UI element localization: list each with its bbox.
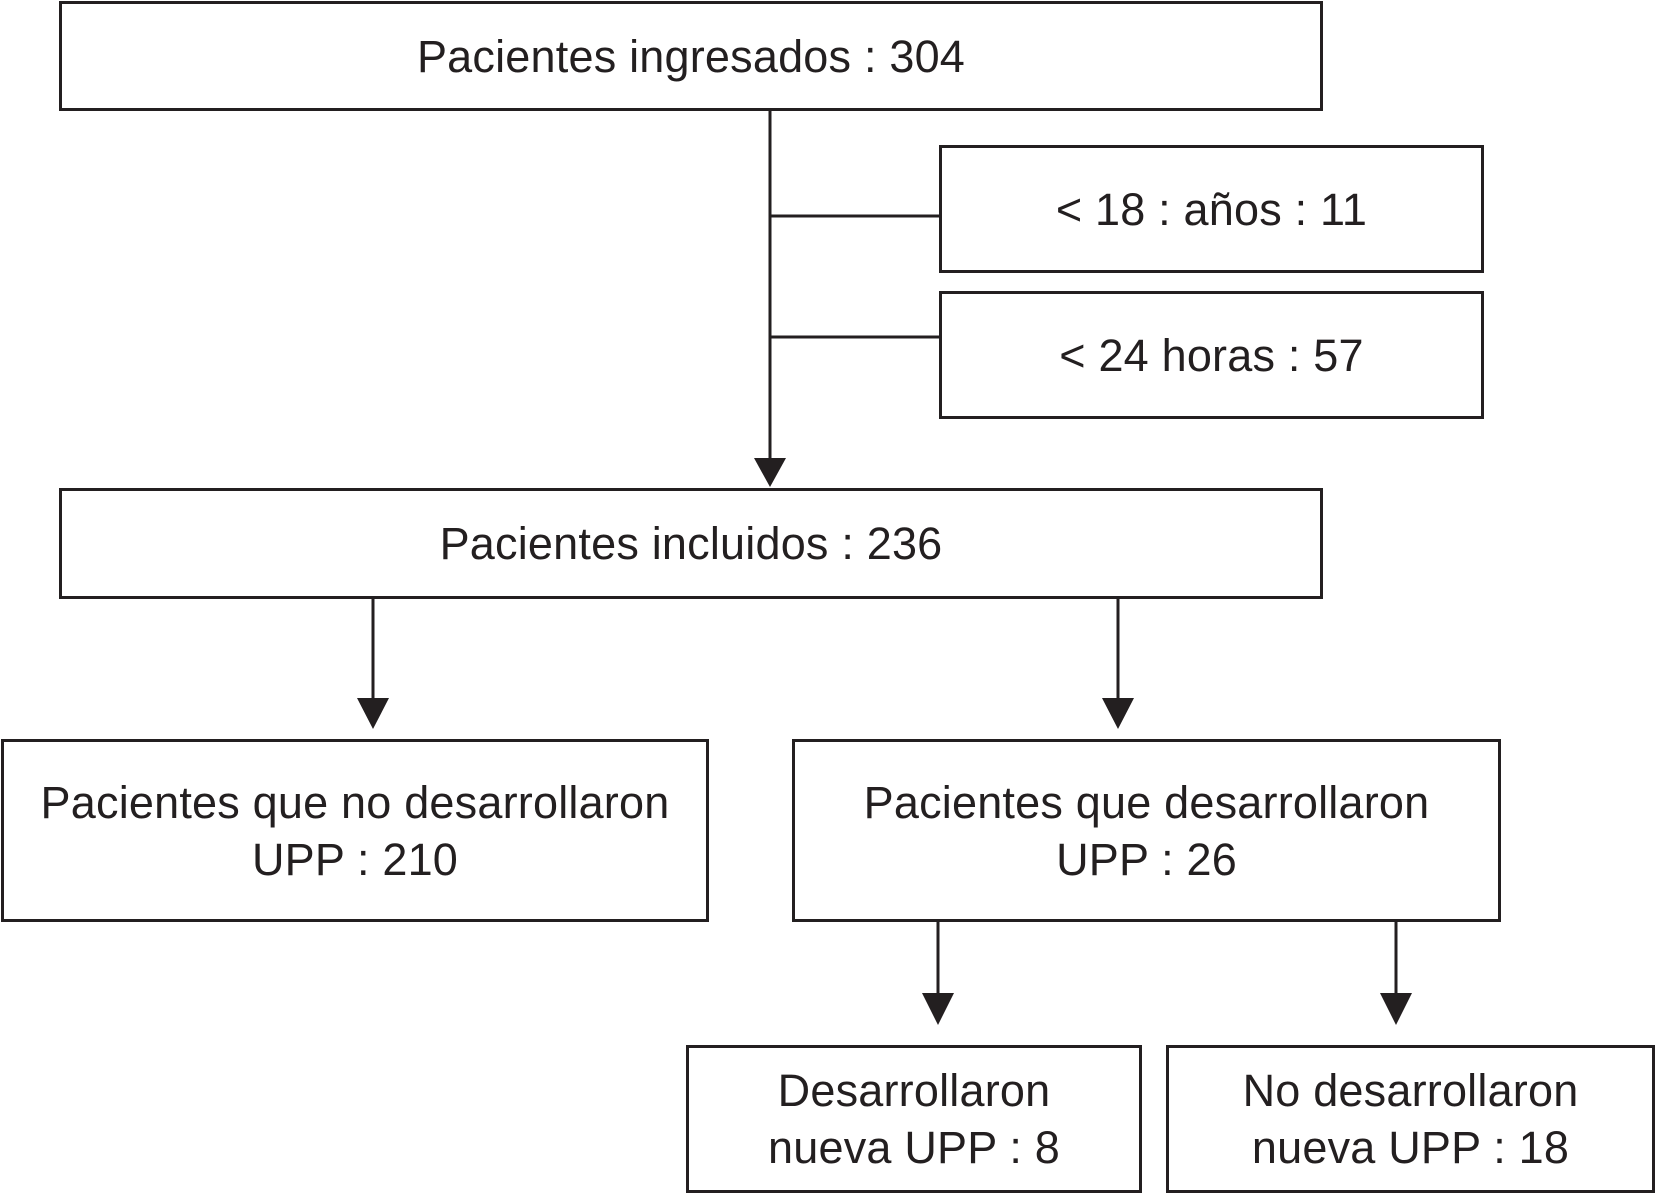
no-upp-patients-line-1: Pacientes que no desarrollaron <box>40 776 670 828</box>
excluded-under-18-box: < 18 : años : 11 <box>939 145 1484 273</box>
upp-patients-line-1: Pacientes que desarrollaron <box>863 776 1430 828</box>
arrowhead-to-new-upp <box>922 993 954 1025</box>
arrowhead-to-no-new-upp <box>1380 993 1412 1025</box>
no-new-upp-line-1: No desarrollaron <box>1242 1065 1579 1116</box>
arrowhead-to-upp <box>1102 698 1134 729</box>
excluded-under-18-label: < 18 : años : 11 <box>1055 183 1368 235</box>
upp-patients-line-2: UPP : 26 <box>1056 833 1237 885</box>
admitted-patients-label: Pacientes ingresados : 304 <box>416 30 966 82</box>
arrowhead-to-no-upp <box>357 698 389 729</box>
upp-patients-box: Pacientes que desarrollaron UPP : 26 <box>792 739 1501 922</box>
no-new-upp-line-2: nueva UPP : 18 <box>1251 1122 1570 1173</box>
included-patients-box: Pacientes incluidos : 236 <box>59 488 1323 599</box>
no-new-upp-box: No desarrollaron nueva UPP : 18 <box>1166 1045 1655 1193</box>
included-patients-label: Pacientes incluidos : 236 <box>439 518 943 569</box>
new-upp-box: Desarrollaron nueva UPP : 8 <box>686 1045 1142 1193</box>
new-upp-line-2: nueva UPP : 8 <box>768 1122 1060 1173</box>
arrowhead-to-included <box>754 458 786 487</box>
new-upp-line-1: Desarrollaron <box>777 1065 1051 1116</box>
no-upp-patients-box: Pacientes que no desarrollaron UPP : 210 <box>1 739 709 922</box>
excluded-under-24h-box: < 24 horas : 57 <box>939 291 1484 419</box>
admitted-patients-box: Pacientes ingresados : 304 <box>59 1 1323 111</box>
excluded-under-24h-label: < 24 horas : 57 <box>1059 329 1364 381</box>
no-upp-patients-line-2: UPP : 210 <box>251 833 459 885</box>
